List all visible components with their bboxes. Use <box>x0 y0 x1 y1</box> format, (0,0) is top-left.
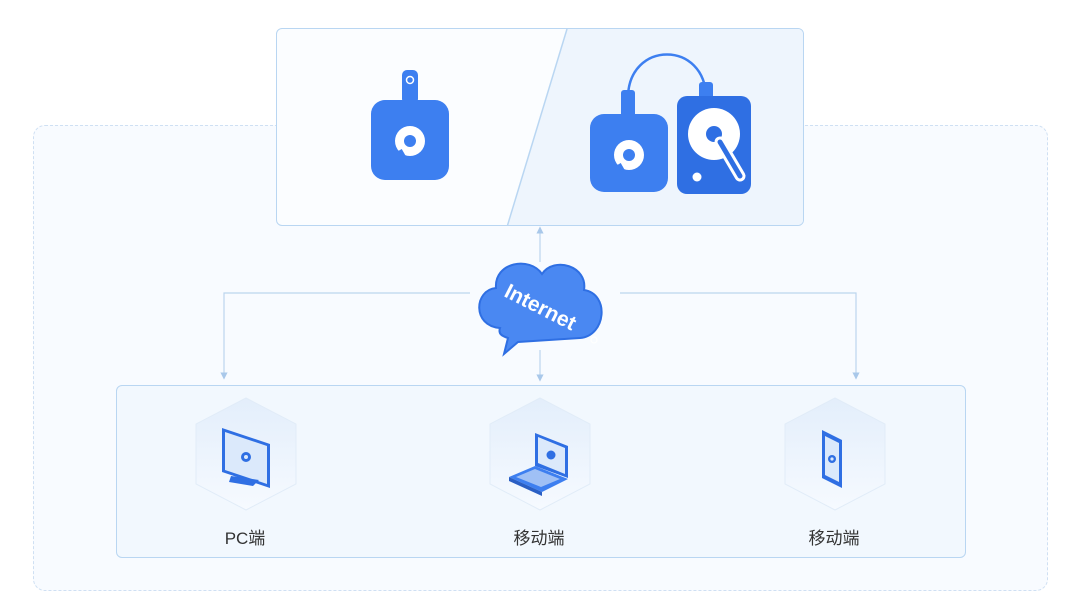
client-label-phone: 移动端 <box>808 529 860 548</box>
client-label-pc: PC端 <box>224 529 266 548</box>
client-label-laptop: 移动端 <box>513 529 565 548</box>
